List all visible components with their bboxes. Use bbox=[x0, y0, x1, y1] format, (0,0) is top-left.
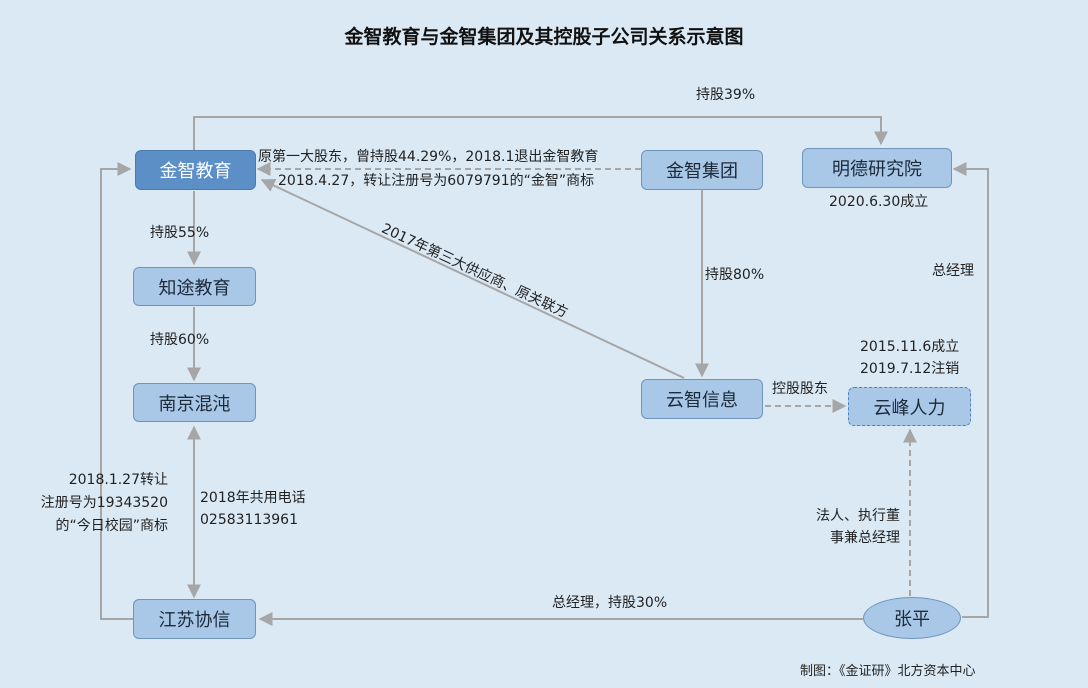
node-yunzhi-info[interactable]: 云智信息 bbox=[641, 379, 763, 419]
diagram-title: 金智教育与金智集团及其控股子公司关系示意图 bbox=[344, 26, 744, 48]
node-nanjing-hundun[interactable]: 南京混沌 bbox=[133, 383, 256, 422]
edge-yunzhi-to-edu bbox=[260, 179, 685, 379]
label-mingde-founded: 2020.6.30成立 bbox=[829, 194, 929, 210]
edge-jiangsu-to-edu bbox=[100, 162, 133, 620]
label-legal-person-line2: 事兼总经理 bbox=[830, 530, 900, 546]
label-first-shareholder: 原第一大股东，曾持股44.29%，2018.1退出金智教育 bbox=[258, 149, 599, 165]
node-zhang-ping[interactable]: 张平 bbox=[863, 597, 961, 639]
node-jinzhi-group[interactable]: 金智集团 bbox=[641, 150, 763, 190]
node-jiangsu-xiexin[interactable]: 江苏协信 bbox=[133, 599, 256, 639]
node-mingde-institute[interactable]: 明德研究院 bbox=[802, 148, 952, 188]
label-yunfeng-founded: 2015.11.6成立 bbox=[860, 339, 960, 355]
label-trademark-2018-line1: 2018.1.27转让 bbox=[68, 472, 168, 488]
credit-text: 制图：《金证研》北方资本中心 bbox=[800, 664, 976, 679]
label-hold-60: 持股60% bbox=[150, 332, 210, 348]
label-controlling-shareholder: 控股股东 bbox=[772, 381, 828, 397]
edge-edu-to-mingde bbox=[193, 116, 888, 150]
label-shared-phone-line1: 2018年共用电话 bbox=[200, 490, 306, 506]
label-hold-80: 持股80% bbox=[705, 267, 765, 283]
label-trademark-2018-line3: 的“今日校园”商标 bbox=[55, 518, 168, 534]
node-jinzhi-education[interactable]: 金智教育 bbox=[135, 150, 256, 190]
label-legal-person-line1: 法人、执行董 bbox=[816, 508, 900, 524]
node-zhitu-education[interactable]: 知途教育 bbox=[133, 267, 256, 306]
label-hold-55: 持股55% bbox=[150, 225, 210, 241]
label-general-manager: 总经理 bbox=[932, 263, 974, 279]
label-transfer-trademark: 2018.4.27，转让注册号为6079791的“金智”商标 bbox=[278, 173, 595, 189]
label-gm-hold-30: 总经理，持股30% bbox=[552, 595, 668, 611]
label-hold-39: 持股39% bbox=[696, 87, 756, 103]
label-yunfeng-cancelled: 2019.7.12注销 bbox=[860, 361, 960, 377]
node-yunfeng-hr[interactable]: 云峰人力 bbox=[848, 387, 971, 426]
edge-zhangping-to-mingde bbox=[952, 162, 989, 618]
label-trademark-2018-line2: 注册号为19343520 bbox=[40, 495, 168, 511]
label-shared-phone-line2: 02583113961 bbox=[200, 512, 298, 528]
